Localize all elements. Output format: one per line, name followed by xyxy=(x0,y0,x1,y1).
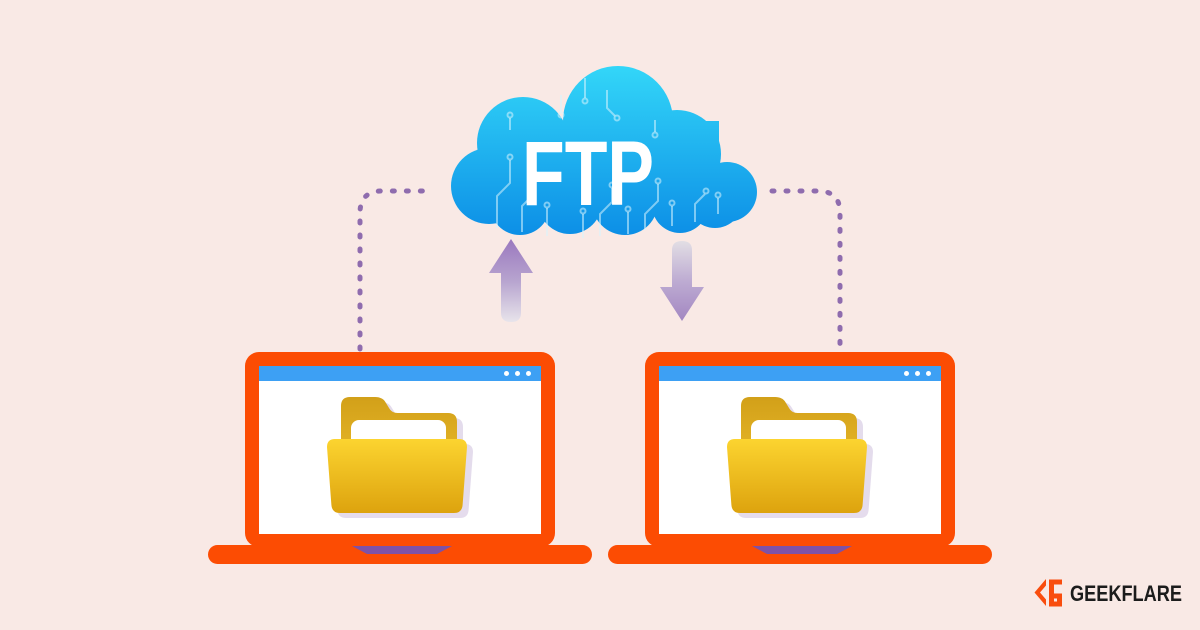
laptop-left-base xyxy=(208,545,592,564)
geekflare-icon xyxy=(1034,579,1062,607)
titlebar-dot xyxy=(515,371,520,376)
right-dotted-connector xyxy=(769,188,843,348)
folder-icon xyxy=(727,397,873,518)
download-arrow-icon xyxy=(660,241,704,321)
laptop-right-screen xyxy=(645,352,955,547)
folder-front xyxy=(727,439,867,513)
geekflare-wordmark: GEEKFLARE xyxy=(1070,581,1182,606)
left-dotted-connector xyxy=(357,188,431,352)
titlebar-dot xyxy=(915,371,920,376)
laptop-right-screen-content xyxy=(659,366,941,534)
upload-arrow-icon xyxy=(489,239,533,322)
cloud-icon: FTP xyxy=(451,66,757,238)
geekflare-logo: GEEKFLARE xyxy=(1034,579,1182,607)
laptop-left-hinge xyxy=(352,546,452,554)
laptop-left-titlebar xyxy=(259,366,541,381)
laptop-right-hinge xyxy=(752,546,852,554)
titlebar-dot xyxy=(526,371,531,376)
laptop-left-screen xyxy=(245,352,555,547)
laptop-right-base xyxy=(608,545,992,564)
folder-front xyxy=(327,439,467,513)
laptop-left-screen-content xyxy=(259,366,541,534)
laptop-right xyxy=(608,352,992,565)
titlebar-dot xyxy=(904,371,909,376)
folder-icon xyxy=(327,397,473,518)
cloud-label: FTP xyxy=(522,123,654,225)
titlebar-dot xyxy=(504,371,509,376)
laptop-right-titlebar xyxy=(659,366,941,381)
circuit-traces-pattern xyxy=(496,78,722,238)
titlebar-dot xyxy=(926,371,931,376)
laptop-left xyxy=(208,352,592,565)
